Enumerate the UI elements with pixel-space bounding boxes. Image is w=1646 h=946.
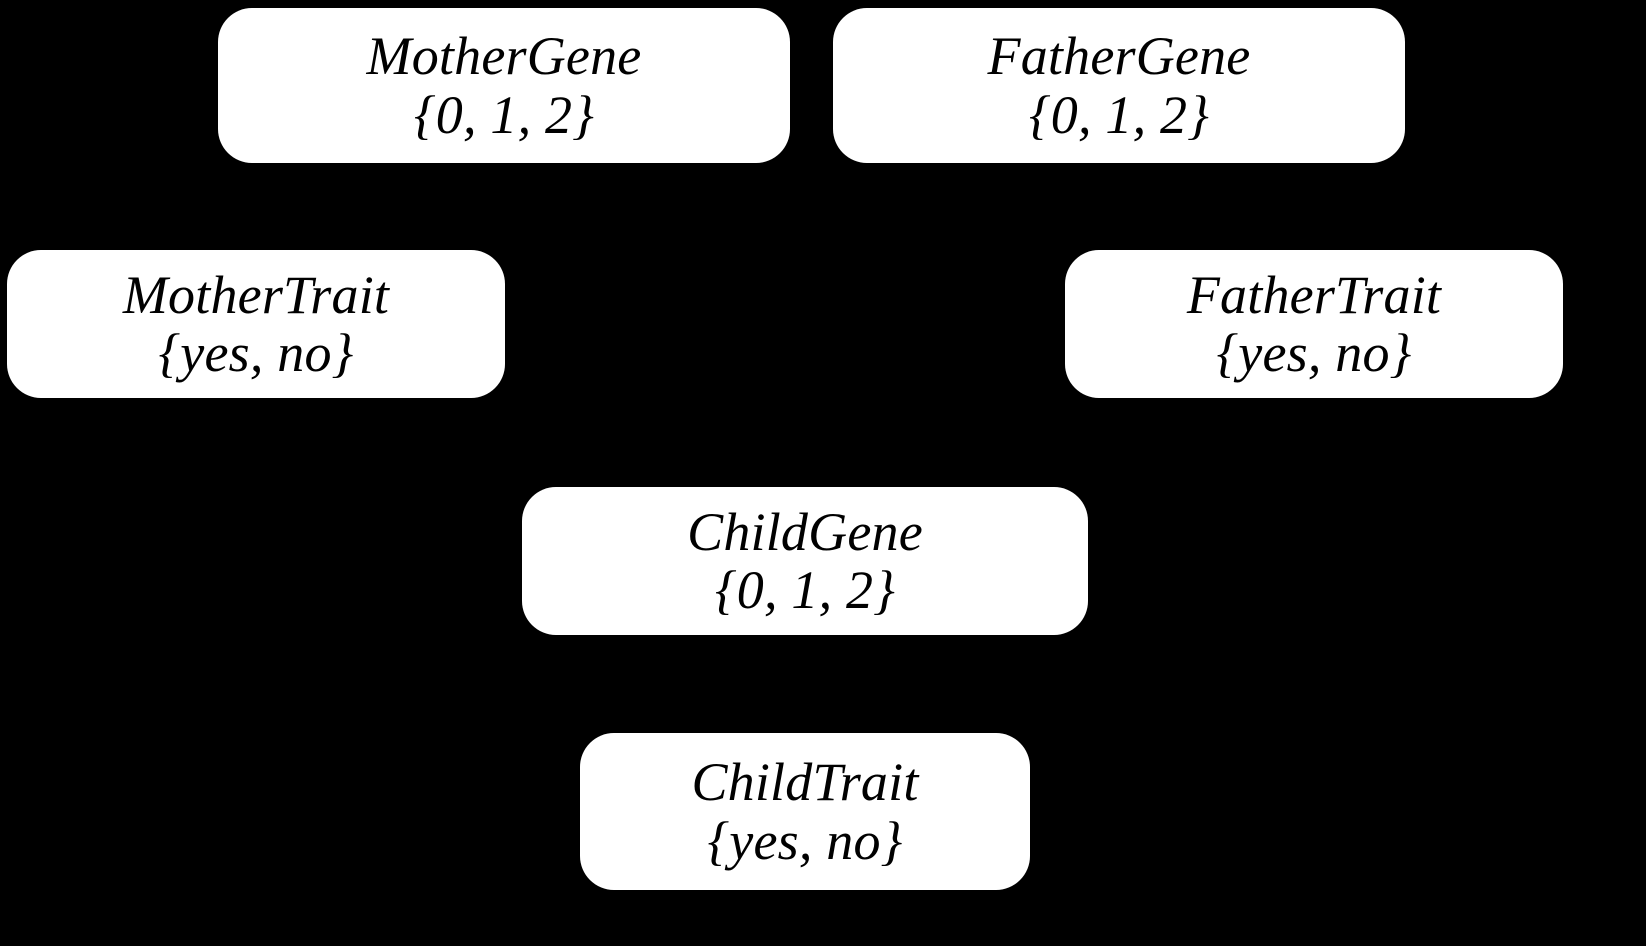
node-child-trait-label: ChildTrait	[691, 752, 919, 813]
node-mother-trait[interactable]: MotherTrait {yes, no}	[7, 250, 505, 398]
node-child-trait[interactable]: ChildTrait {yes, no}	[580, 733, 1030, 890]
node-father-trait-domain: {yes, no}	[1216, 323, 1412, 383]
node-child-gene[interactable]: ChildGene {0, 1, 2}	[522, 487, 1088, 635]
node-father-gene[interactable]: FatherGene {0, 1, 2}	[833, 8, 1405, 163]
node-father-trait[interactable]: FatherTrait {yes, no}	[1065, 250, 1563, 398]
node-mother-trait-domain: {yes, no}	[158, 323, 354, 383]
node-mother-gene-label: MotherGene	[366, 26, 642, 87]
node-child-trait-domain: {yes, no}	[707, 810, 903, 871]
node-father-gene-label: FatherGene	[987, 26, 1251, 87]
node-father-trait-label: FatherTrait	[1186, 264, 1442, 325]
node-child-gene-label: ChildGene	[687, 501, 923, 562]
node-mother-gene[interactable]: MotherGene {0, 1, 2}	[218, 8, 790, 163]
node-mother-gene-domain: {0, 1, 2}	[414, 84, 594, 145]
node-mother-trait-label: MotherTrait	[122, 264, 390, 325]
node-child-gene-domain: {0, 1, 2}	[715, 560, 895, 620]
node-father-gene-domain: {0, 1, 2}	[1029, 84, 1209, 145]
